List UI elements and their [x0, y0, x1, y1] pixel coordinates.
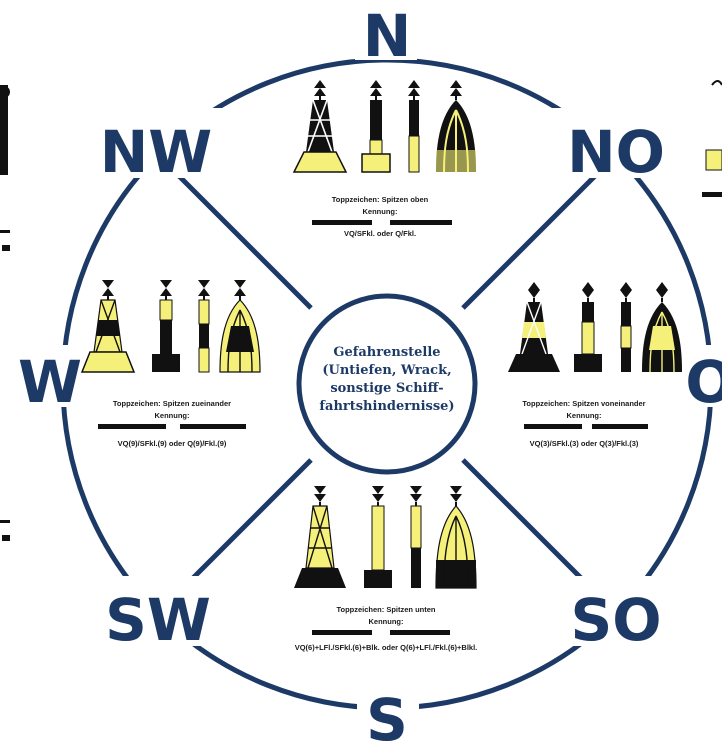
svg-text:Kennung:: Kennung:	[369, 617, 404, 626]
svg-text:Toppzeichen: Spitzen voneinand: Toppzeichen: Spitzen voneinander	[522, 399, 645, 408]
svg-text:fahrtshindernisse): fahrtshindernisse)	[319, 399, 454, 414]
svg-text:Kennung:: Kennung:	[567, 411, 602, 420]
east-buoy-group: Toppzeichen: Spitzen voneinander Kennung…	[508, 282, 682, 448]
right-edge-fragments	[702, 80, 722, 197]
label-sw: SW	[105, 586, 211, 654]
svg-text:sonstige Schiff-: sonstige Schiff-	[330, 381, 443, 396]
svg-text:VQ/SFkl. oder Q/Fkl.: VQ/SFkl. oder Q/Fkl.	[344, 229, 416, 238]
svg-text:VQ(3)/SFkl.(3) oder Q(3)/Fkl.(: VQ(3)/SFkl.(3) oder Q(3)/Fkl.(3)	[530, 439, 639, 448]
label-w: W	[18, 348, 82, 416]
west-spar-buoy-icon	[152, 280, 180, 372]
east-bell-buoy-icon	[642, 282, 682, 373]
svg-text:Gefahrenstelle: Gefahrenstelle	[333, 345, 440, 360]
center-circle	[296, 293, 478, 475]
label-nw: NW	[100, 118, 213, 186]
west-pillar-buoy-icon	[80, 280, 136, 373]
label-so: SO	[570, 586, 661, 654]
west-bell-buoy-icon	[219, 280, 261, 373]
east-thin-spar-icon	[620, 282, 632, 372]
label-s: S	[366, 686, 408, 746]
north-thin-spar-icon	[408, 80, 420, 173]
south-pillar-buoy-icon	[294, 486, 346, 588]
svg-text:Toppzeichen: Spitzen oben: Toppzeichen: Spitzen oben	[332, 195, 429, 204]
north-spar-buoy-icon	[361, 80, 391, 173]
label-o: O	[685, 348, 722, 416]
label-no: NO	[567, 118, 665, 186]
svg-text:Kennung:: Kennung:	[363, 207, 398, 216]
svg-text:(Untiefen, Wrack,: (Untiefen, Wrack,	[322, 363, 451, 378]
north-buoy-group: Toppzeichen: Spitzen oben Kennung: VQ/SF…	[292, 80, 476, 238]
center-label: Gefahrenstelle (Untiefen, Wrack, sonstig…	[319, 345, 454, 414]
north-bell-buoy-icon	[436, 80, 476, 173]
east-pillar-buoy-icon	[508, 282, 560, 372]
south-thin-spar-icon	[410, 486, 422, 588]
left-edge-fragments	[0, 85, 10, 541]
south-spar-buoy-icon	[364, 486, 392, 588]
svg-text:Toppzeichen: Spitzen zueinande: Toppzeichen: Spitzen zueinander	[113, 399, 231, 408]
south-buoy-group: Toppzeichen: Spitzen unten Kennung: VQ(6…	[294, 486, 477, 652]
svg-text:VQ(9)/SFkl.(9) oder Q(9)/Fkl.(: VQ(9)/SFkl.(9) oder Q(9)/Fkl.(9)	[118, 439, 227, 448]
svg-text:Toppzeichen: Spitzen unten: Toppzeichen: Spitzen unten	[336, 605, 435, 614]
direction-labels: N NW NO W O SW SO S	[18, 2, 722, 746]
west-thin-spar-icon	[198, 280, 210, 373]
north-pillar-buoy-icon	[292, 80, 348, 173]
svg-text:VQ(6)+LFl./SFkl.(6)+Blk. oder: VQ(6)+LFl./SFkl.(6)+Blk. oder Q(6)+LFl./…	[295, 643, 478, 652]
svg-text:Kennung:: Kennung:	[155, 411, 190, 420]
east-spar-buoy-icon	[574, 282, 602, 372]
south-bell-buoy-icon	[435, 486, 477, 589]
label-n: N	[363, 2, 412, 70]
west-buoy-group: Toppzeichen: Spitzen zueinander Kennung:…	[80, 280, 261, 448]
